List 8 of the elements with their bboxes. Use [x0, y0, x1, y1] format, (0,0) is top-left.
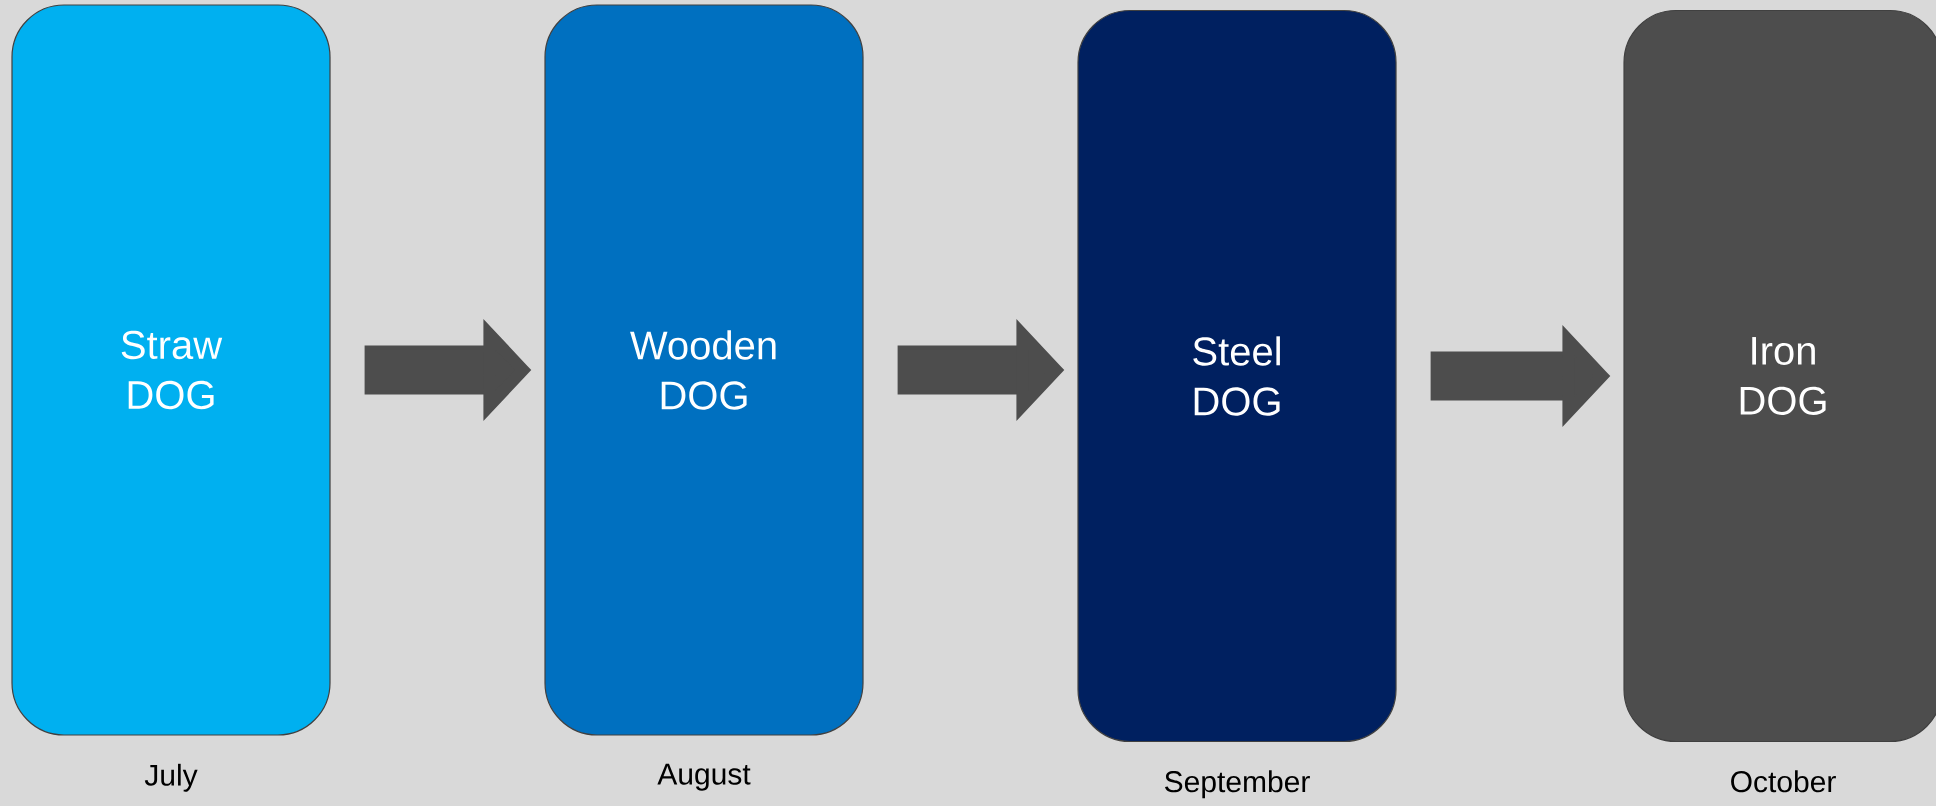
stage-box: Straw DOG: [11, 4, 331, 736]
month-label: July: [144, 763, 198, 792]
month-label: October: [1731, 770, 1836, 793]
stage-box: Wooden DOG: [544, 4, 864, 736]
stage-box: Iron DOG: [1623, 9, 1936, 743]
month-label: August: [657, 763, 751, 791]
stage-box: Steel DOG: [1077, 9, 1397, 743]
month-label: September: [1165, 770, 1310, 799]
